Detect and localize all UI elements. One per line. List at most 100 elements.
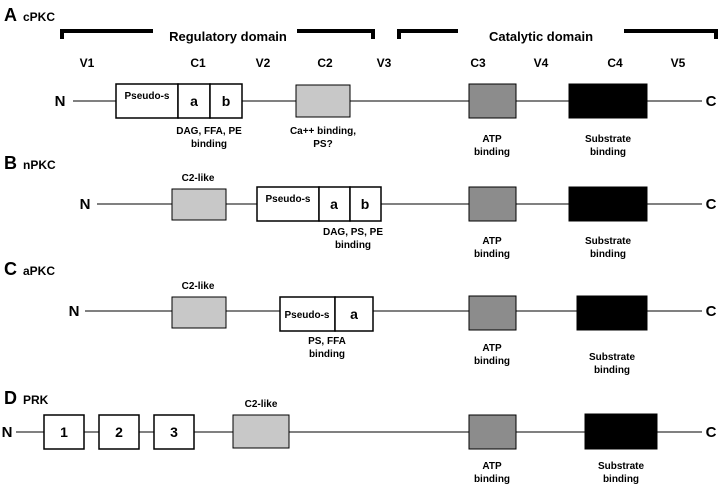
regulatory-bracket-right (297, 29, 375, 39)
panel-b-c1a-label: a (330, 196, 338, 212)
catalytic-bracket-left (397, 29, 458, 39)
region-label-v1: V1 (80, 56, 95, 70)
panel-d-title: D PRK (4, 388, 49, 408)
catalytic-bracket-right (624, 29, 718, 39)
panel-a-c1-caption-2: binding (191, 139, 227, 150)
panel-a-pseudosubstrate-label: Pseudo-s (124, 91, 169, 102)
panel-c-substrate-caption-2: binding (594, 365, 630, 376)
panel-b-c3-atp-box (468, 186, 517, 222)
panel-d-hr2-box (98, 414, 140, 450)
panel-d-atp-caption-1: ATP (482, 461, 502, 472)
panel-d-c3-atp-box (468, 414, 517, 450)
panel-a-c2-box (295, 84, 351, 118)
panel-b-pseudosubstrate-box (256, 186, 320, 222)
panel-a-c2-caption-1: Ca++ binding, (290, 126, 356, 137)
region-label-c4: C4 (607, 56, 623, 70)
panel-d-hr3-label: 3 (170, 424, 178, 440)
panel-c-c2like-box (171, 296, 227, 329)
panel-c-substrate-caption-1: Substrate (589, 352, 636, 363)
panel-c-c1-caption-2: binding (309, 349, 345, 360)
panel-c-c3-atp-box (468, 295, 517, 331)
panel-d-c2like-label: C2-like (245, 399, 278, 410)
panel-c-name: aPKC (23, 264, 55, 278)
panel-b-pseudosubstrate-label: Pseudo-s (265, 194, 310, 205)
panel-a-c1b-label: b (222, 93, 231, 109)
panel-b-c1b-label: b (361, 196, 370, 212)
panel-b-c2like-label: C2-like (182, 173, 215, 184)
panel-c-n-terminus: N (69, 303, 80, 320)
panel-d-hr2-label: 2 (115, 424, 123, 440)
panel-b-substrate-caption-2: binding (590, 249, 626, 260)
panel-d-substrate-caption-1: Substrate (598, 461, 645, 472)
panel-c-atp-caption-1: ATP (482, 343, 502, 354)
panel-c-c-terminus: C (706, 303, 717, 320)
panel-b-c1-caption-2: binding (335, 240, 371, 251)
domain-header: Regulatory domain Catalytic domain (60, 29, 718, 44)
panel-d-c4-substrate-box (584, 413, 658, 450)
panel-c-c2like-label: C2-like (182, 281, 215, 292)
panel-a-substrate-caption-1: Substrate (585, 134, 632, 145)
panel-d-substrate-caption-2: binding (603, 474, 639, 485)
regulatory-bracket-left (60, 29, 153, 39)
panel-a-c3-atp-box (468, 83, 517, 119)
panel-b-c-terminus: C (706, 196, 717, 213)
region-label-v5: V5 (671, 56, 686, 70)
region-label-v2: V2 (256, 56, 271, 70)
panel-b-c1b-box (349, 186, 382, 222)
region-label-c1: C1 (190, 56, 206, 70)
panel-d-hr1-label: 1 (60, 424, 68, 440)
panel-a-c1b-box (209, 83, 243, 119)
region-label-v4: V4 (534, 56, 549, 70)
panel-d-c-terminus: C (706, 424, 717, 441)
panel-c-c4-substrate-box (576, 295, 648, 331)
panel-b-atp-caption-2: binding (474, 249, 510, 260)
region-label-c2: C2 (317, 56, 333, 70)
catalytic-domain-label: Catalytic domain (489, 29, 593, 44)
panel-a-atp-caption-1: ATP (482, 134, 502, 145)
region-labels: V1 C1 V2 C2 V3 C3 V4 C4 V5 (80, 56, 686, 70)
panel-a-n-terminus: N (55, 93, 66, 110)
panel-a-c-terminus: C (706, 93, 717, 110)
panel-c-letter: C (4, 259, 17, 279)
panel-b-c1-caption-1: DAG, PS, PE (323, 227, 383, 238)
panel-b-letter: B (4, 153, 17, 173)
panel-b-n-terminus: N (80, 196, 91, 213)
panel-a-c1a-label: a (190, 93, 198, 109)
panel-d-c2like-box (232, 414, 290, 449)
panel-b-c4-substrate-box (568, 186, 648, 222)
panel-d-letter: D (4, 388, 17, 408)
panel-a-c4-substrate-box (568, 83, 648, 119)
panel-d-atp-caption-2: binding (474, 474, 510, 485)
panel-a-letter: A (4, 5, 17, 25)
panel-a-c1a-box (177, 83, 211, 119)
panel-c-c1-caption-1: PS, FFA (308, 336, 346, 347)
panel-a-atp-caption-2: binding (474, 147, 510, 158)
panel-c-pseudosubstrate-label: Pseudo-s (284, 310, 329, 321)
panel-b-atp-caption-1: ATP (482, 236, 502, 247)
panel-d-name: PRK (23, 393, 49, 407)
panel-d-hr1-box (43, 414, 85, 450)
panel-a-substrate-caption-2: binding (590, 147, 626, 158)
panel-d-n-terminus: N (2, 424, 13, 441)
panel-c-c1a-box (334, 296, 374, 332)
panel-d-prk: D PRK N C 1 2 3 C2-like ATP binding Subst… (2, 388, 717, 485)
panel-a-name: cPKC (23, 10, 55, 24)
region-label-c3: C3 (470, 56, 486, 70)
panel-b-c2like-box (171, 188, 227, 221)
regulatory-domain-label: Regulatory domain (169, 29, 287, 44)
panel-a-c2-caption-2: PS? (313, 139, 332, 150)
panel-c-atp-caption-2: binding (474, 356, 510, 367)
panel-d-hr3-box (153, 414, 195, 450)
panel-b-substrate-caption-1: Substrate (585, 236, 632, 247)
panel-a-c1-caption-1: DAG, FFA, PE (176, 126, 242, 137)
panel-c-c1a-label: a (350, 306, 358, 322)
panel-b-name: nPKC (23, 158, 56, 172)
region-label-v3: V3 (377, 56, 392, 70)
